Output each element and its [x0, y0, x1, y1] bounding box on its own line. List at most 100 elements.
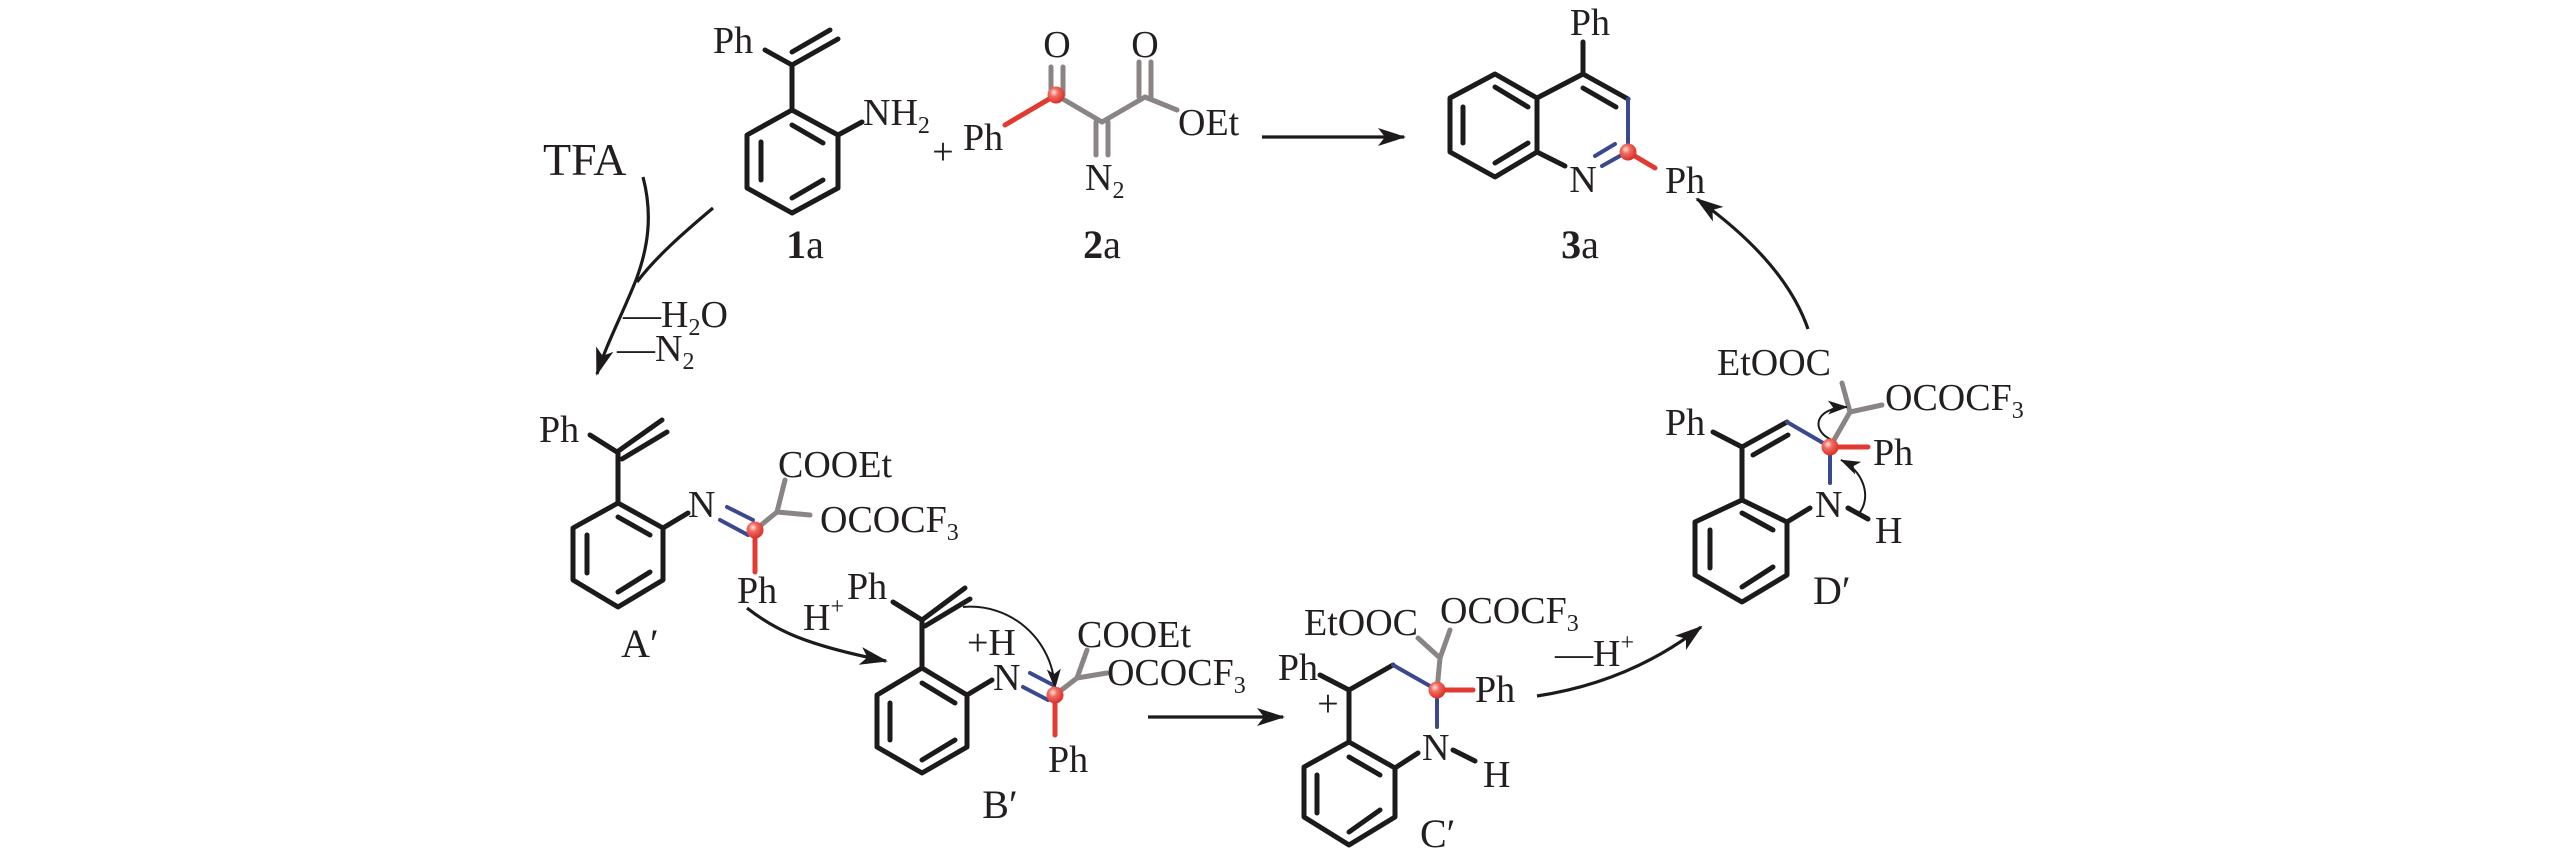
bond-line	[1534, 71, 1586, 101]
ester-label: EtOOC	[1717, 342, 1831, 384]
compound-label-2a: 2a	[1083, 222, 1121, 267]
bond-line	[1739, 419, 1790, 450]
bond-line	[1074, 670, 1110, 681]
protonation-label: +H	[967, 622, 1016, 664]
arrow-c-to-d	[1536, 625, 1703, 698]
tracked-carbon-dot	[1619, 143, 1637, 161]
compound-label-3a: 3a	[1561, 222, 1599, 267]
aromatic-double-bond	[1346, 754, 1383, 778]
intermediate-label-a: A′	[621, 621, 659, 666]
benzene-ring	[1692, 497, 1790, 605]
bond-line	[614, 417, 665, 455]
intermediate-a: Ph N COOEt OCOCF3 Ph A′	[539, 409, 959, 666]
aromatic-double-bond	[1492, 140, 1531, 166]
aromatic-double-bond	[919, 680, 958, 706]
tfa-reagent-label: TFA	[543, 134, 627, 185]
phenyl-label: Ph	[1665, 402, 1705, 444]
phenyl-label-2: Ph	[1475, 669, 1515, 711]
aromatic-double-bond	[615, 514, 653, 538]
bond-line	[587, 432, 620, 455]
bond-line	[660, 510, 691, 531]
tfa-arrow	[595, 176, 650, 376]
electron-push-arrow-d-nh	[1840, 459, 1867, 513]
aromatic-double-bond	[615, 569, 653, 595]
aromatic-double-bond	[1739, 564, 1776, 590]
arrow-d-to-3a	[1695, 197, 1810, 330]
bond-line	[1099, 94, 1148, 125]
bond-line	[1437, 627, 1453, 661]
arrow-a-to-b	[746, 606, 888, 665]
bond-line	[890, 599, 925, 623]
phenyl-label: Ph	[847, 566, 887, 608]
phenyl-label-2: Ph	[1873, 432, 1913, 474]
bond-line	[762, 47, 795, 68]
bond-line	[1317, 672, 1352, 693]
bond-line	[1392, 750, 1421, 771]
nitrogen-label: N	[688, 484, 715, 526]
bond-line	[922, 596, 973, 629]
aromatic-double-bond	[789, 177, 826, 201]
phenyl-label: Ph	[1278, 647, 1318, 689]
bond-line	[1845, 505, 1871, 522]
trifluoroacetate-label: OCOCF3	[1885, 377, 2024, 424]
ethoxy-label: OEt	[1178, 102, 1240, 144]
intermediate-c: Ph + EtOOC OCOCF3 Ph N H C′	[1278, 590, 1579, 856]
compound-3a: Ph N Ph 3a	[1561, 2, 1705, 267]
nitrogen-label: N	[1422, 727, 1449, 769]
bond-line	[1710, 429, 1745, 450]
bond-line	[619, 429, 670, 462]
proton-label: H+	[803, 594, 844, 639]
compound-label-1a: 1a	[786, 222, 824, 267]
tracked-carbon-dot	[1428, 681, 1446, 699]
minus-water-label: —H2O	[622, 294, 728, 341]
intermediate-label-c: C′	[1420, 811, 1455, 856]
bond-line	[1534, 149, 1568, 169]
bond-line	[1580, 85, 1619, 110]
bond-line	[1021, 685, 1050, 702]
aromatic-double-bond	[1346, 807, 1383, 835]
tracked-carbon-dot	[1046, 686, 1064, 704]
bond-line	[1142, 94, 1180, 113]
bond-line	[1415, 635, 1443, 661]
bond-line	[964, 677, 995, 698]
bond-layer	[570, 27, 1885, 848]
bond-line	[1847, 402, 1885, 415]
minus-proton-label: —H+	[1554, 630, 1634, 675]
bond-line	[1002, 92, 1059, 128]
bond-line	[1074, 647, 1090, 681]
ester-oxygen-label: O	[1131, 24, 1158, 66]
electron-push-arrow-b	[962, 605, 1061, 689]
bond-line	[1028, 671, 1055, 687]
intermediate-label-b: B′	[982, 782, 1017, 827]
ketone-oxygen-label: O	[1043, 24, 1070, 66]
electron-push-arrow-d-ester	[1817, 400, 1848, 441]
bond-line	[1346, 662, 1396, 693]
diazo-label: N2	[1085, 157, 1124, 204]
intermediate-d: Ph EtOOC OCOCF3 Ph N H D′	[1665, 342, 2024, 613]
bond-line	[1839, 380, 1853, 415]
amine-label: NH2	[863, 92, 930, 139]
tracked-carbon-dot	[1821, 438, 1839, 456]
minus-nitrogen-label: —N2	[616, 328, 694, 375]
bond-line	[1750, 432, 1791, 458]
bond-line	[1593, 142, 1617, 158]
phenyl-label: Ph	[713, 20, 753, 62]
bond-line	[789, 27, 833, 55]
phenyl-label-2: Ph	[1048, 739, 1088, 781]
bond-line	[919, 585, 968, 623]
intermediate-label-d: D′	[1813, 568, 1851, 613]
condensation-arrow-branch	[635, 206, 715, 283]
benzene-ring	[1301, 739, 1398, 848]
bond-line	[1580, 71, 1631, 102]
trifluoroacetate-label: OCOCF3	[1107, 652, 1246, 699]
ester-label: COOEt	[778, 444, 892, 486]
bond-line	[1784, 505, 1813, 525]
hydrogen-label: H	[1483, 754, 1510, 796]
bond-line	[1053, 92, 1105, 125]
ester-label: COOEt	[1077, 614, 1191, 656]
trifluoroacetate-label: OCOCF3	[820, 499, 959, 546]
bond-line	[835, 119, 865, 138]
hydrogen-label: H	[1875, 510, 1902, 552]
